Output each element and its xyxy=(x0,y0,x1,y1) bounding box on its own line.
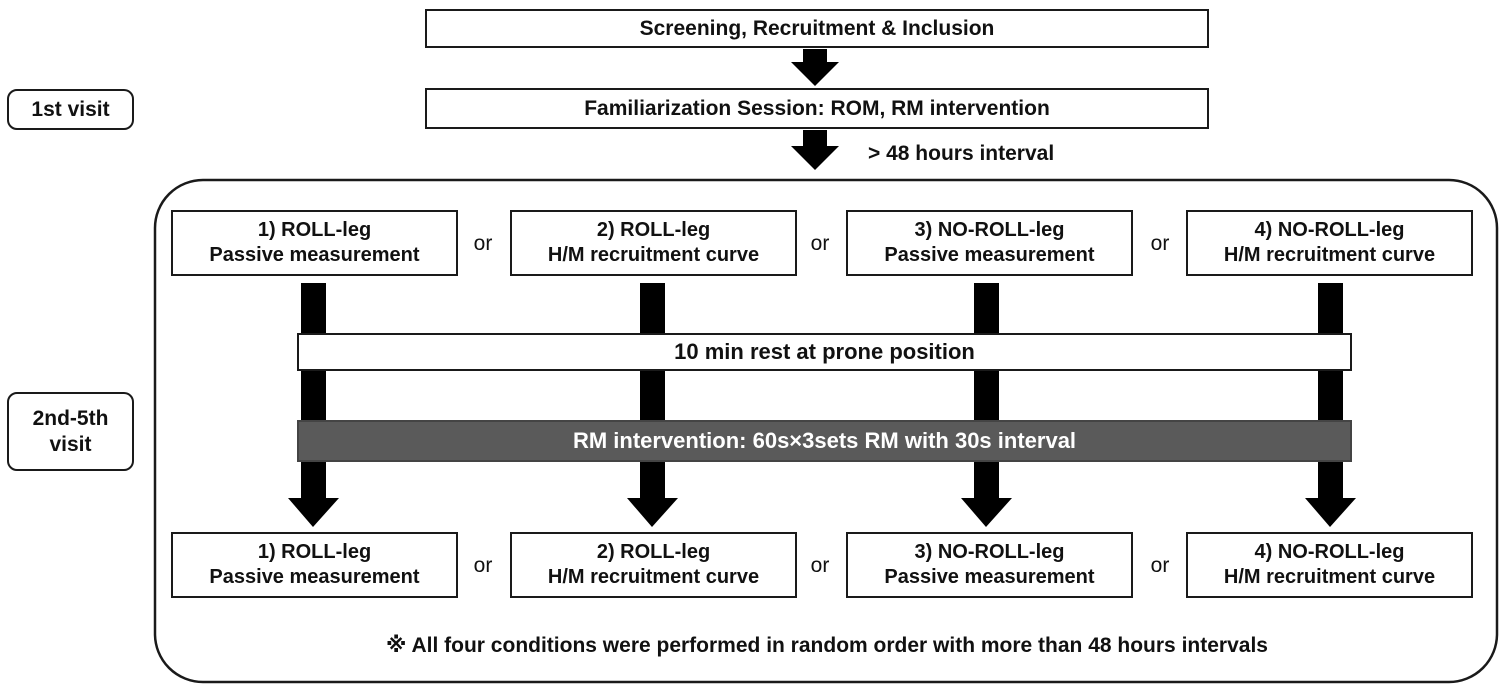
top-condition-2: 2) ROLL-leg H/M recruitment curve xyxy=(510,210,797,276)
bottom-condition-1: 1) ROLL-leg Passive measurement xyxy=(171,532,458,598)
arrow-condition-2 xyxy=(627,283,678,527)
rest-label: 10 min rest at prone position xyxy=(674,338,975,364)
top-condition-4: 4) NO-ROLL-leg H/M recruitment curve xyxy=(1186,210,1473,276)
arrow-condition-3 xyxy=(961,283,1012,527)
bottom-condition-2: 2) ROLL-leg H/M recruitment curve xyxy=(510,532,797,598)
bottom-condition-4: 4) NO-ROLL-leg H/M recruitment curve xyxy=(1186,532,1473,598)
screening-box: Screening, Recruitment & Inclusion xyxy=(425,9,1209,48)
first-visit-label: 1st visit xyxy=(31,97,110,121)
visit-container xyxy=(153,178,1499,684)
condition-title: 3) NO-ROLL-leg xyxy=(914,541,1065,563)
condition-measure: H/M recruitment curve xyxy=(1223,244,1436,266)
condition-measure: H/M recruitment curve xyxy=(547,244,760,266)
condition-measure: H/M recruitment curve xyxy=(1223,566,1436,588)
intervention-bar: RM intervention: 60s×3sets RM with 30s i… xyxy=(297,420,1352,462)
condition-title: 1) ROLL-leg xyxy=(257,219,372,241)
arrow-condition-1 xyxy=(288,283,339,527)
second-fifth-visit-line1: 2nd-5th xyxy=(32,407,109,431)
or-label: or xyxy=(810,554,830,577)
second-fifth-visit-badge: 2nd-5th visit xyxy=(7,392,134,471)
condition-title: 4) NO-ROLL-leg xyxy=(1254,219,1405,241)
condition-measure: Passive measurement xyxy=(209,566,420,588)
condition-title: 2) ROLL-leg xyxy=(596,541,711,563)
intervention-label: RM intervention: 60s×3sets RM with 30s i… xyxy=(572,427,1077,453)
bottom-condition-3: 3) NO-ROLL-leg Passive measurement xyxy=(846,532,1133,598)
footnote: ※ All four conditions were performed in … xyxy=(386,634,1268,657)
first-visit-badge: 1st visit xyxy=(7,89,134,130)
rest-bar: 10 min rest at prone position xyxy=(297,333,1352,371)
condition-title: 4) NO-ROLL-leg xyxy=(1254,541,1405,563)
condition-title: 3) NO-ROLL-leg xyxy=(914,219,1065,241)
or-label: or xyxy=(1150,554,1170,577)
top-condition-1: 1) ROLL-leg Passive measurement xyxy=(171,210,458,276)
arrow-screening-to-familiarization xyxy=(791,49,839,86)
or-label: or xyxy=(1150,232,1170,255)
arrow-condition-4 xyxy=(1305,283,1356,527)
arrow-familiarization-to-visits xyxy=(791,130,839,170)
or-label: or xyxy=(473,554,493,577)
familiarization-box: Familiarization Session: ROM, RM interve… xyxy=(425,88,1209,129)
condition-measure: Passive measurement xyxy=(884,244,1095,266)
condition-title: 1) ROLL-leg xyxy=(257,541,372,563)
or-label: or xyxy=(810,232,830,255)
condition-measure: Passive measurement xyxy=(884,566,1095,588)
or-label: or xyxy=(473,232,493,255)
condition-title: 2) ROLL-leg xyxy=(596,219,711,241)
second-fifth-visit-line2: visit xyxy=(49,432,92,456)
condition-measure: Passive measurement xyxy=(209,244,420,266)
screening-label: Screening, Recruitment & Inclusion xyxy=(639,16,995,40)
interval-label: > 48 hours interval xyxy=(868,142,1055,165)
condition-measure: H/M recruitment curve xyxy=(547,566,760,588)
familiarization-label: Familiarization Session: ROM, RM interve… xyxy=(584,96,1050,120)
top-condition-3: 3) NO-ROLL-leg Passive measurement xyxy=(846,210,1133,276)
